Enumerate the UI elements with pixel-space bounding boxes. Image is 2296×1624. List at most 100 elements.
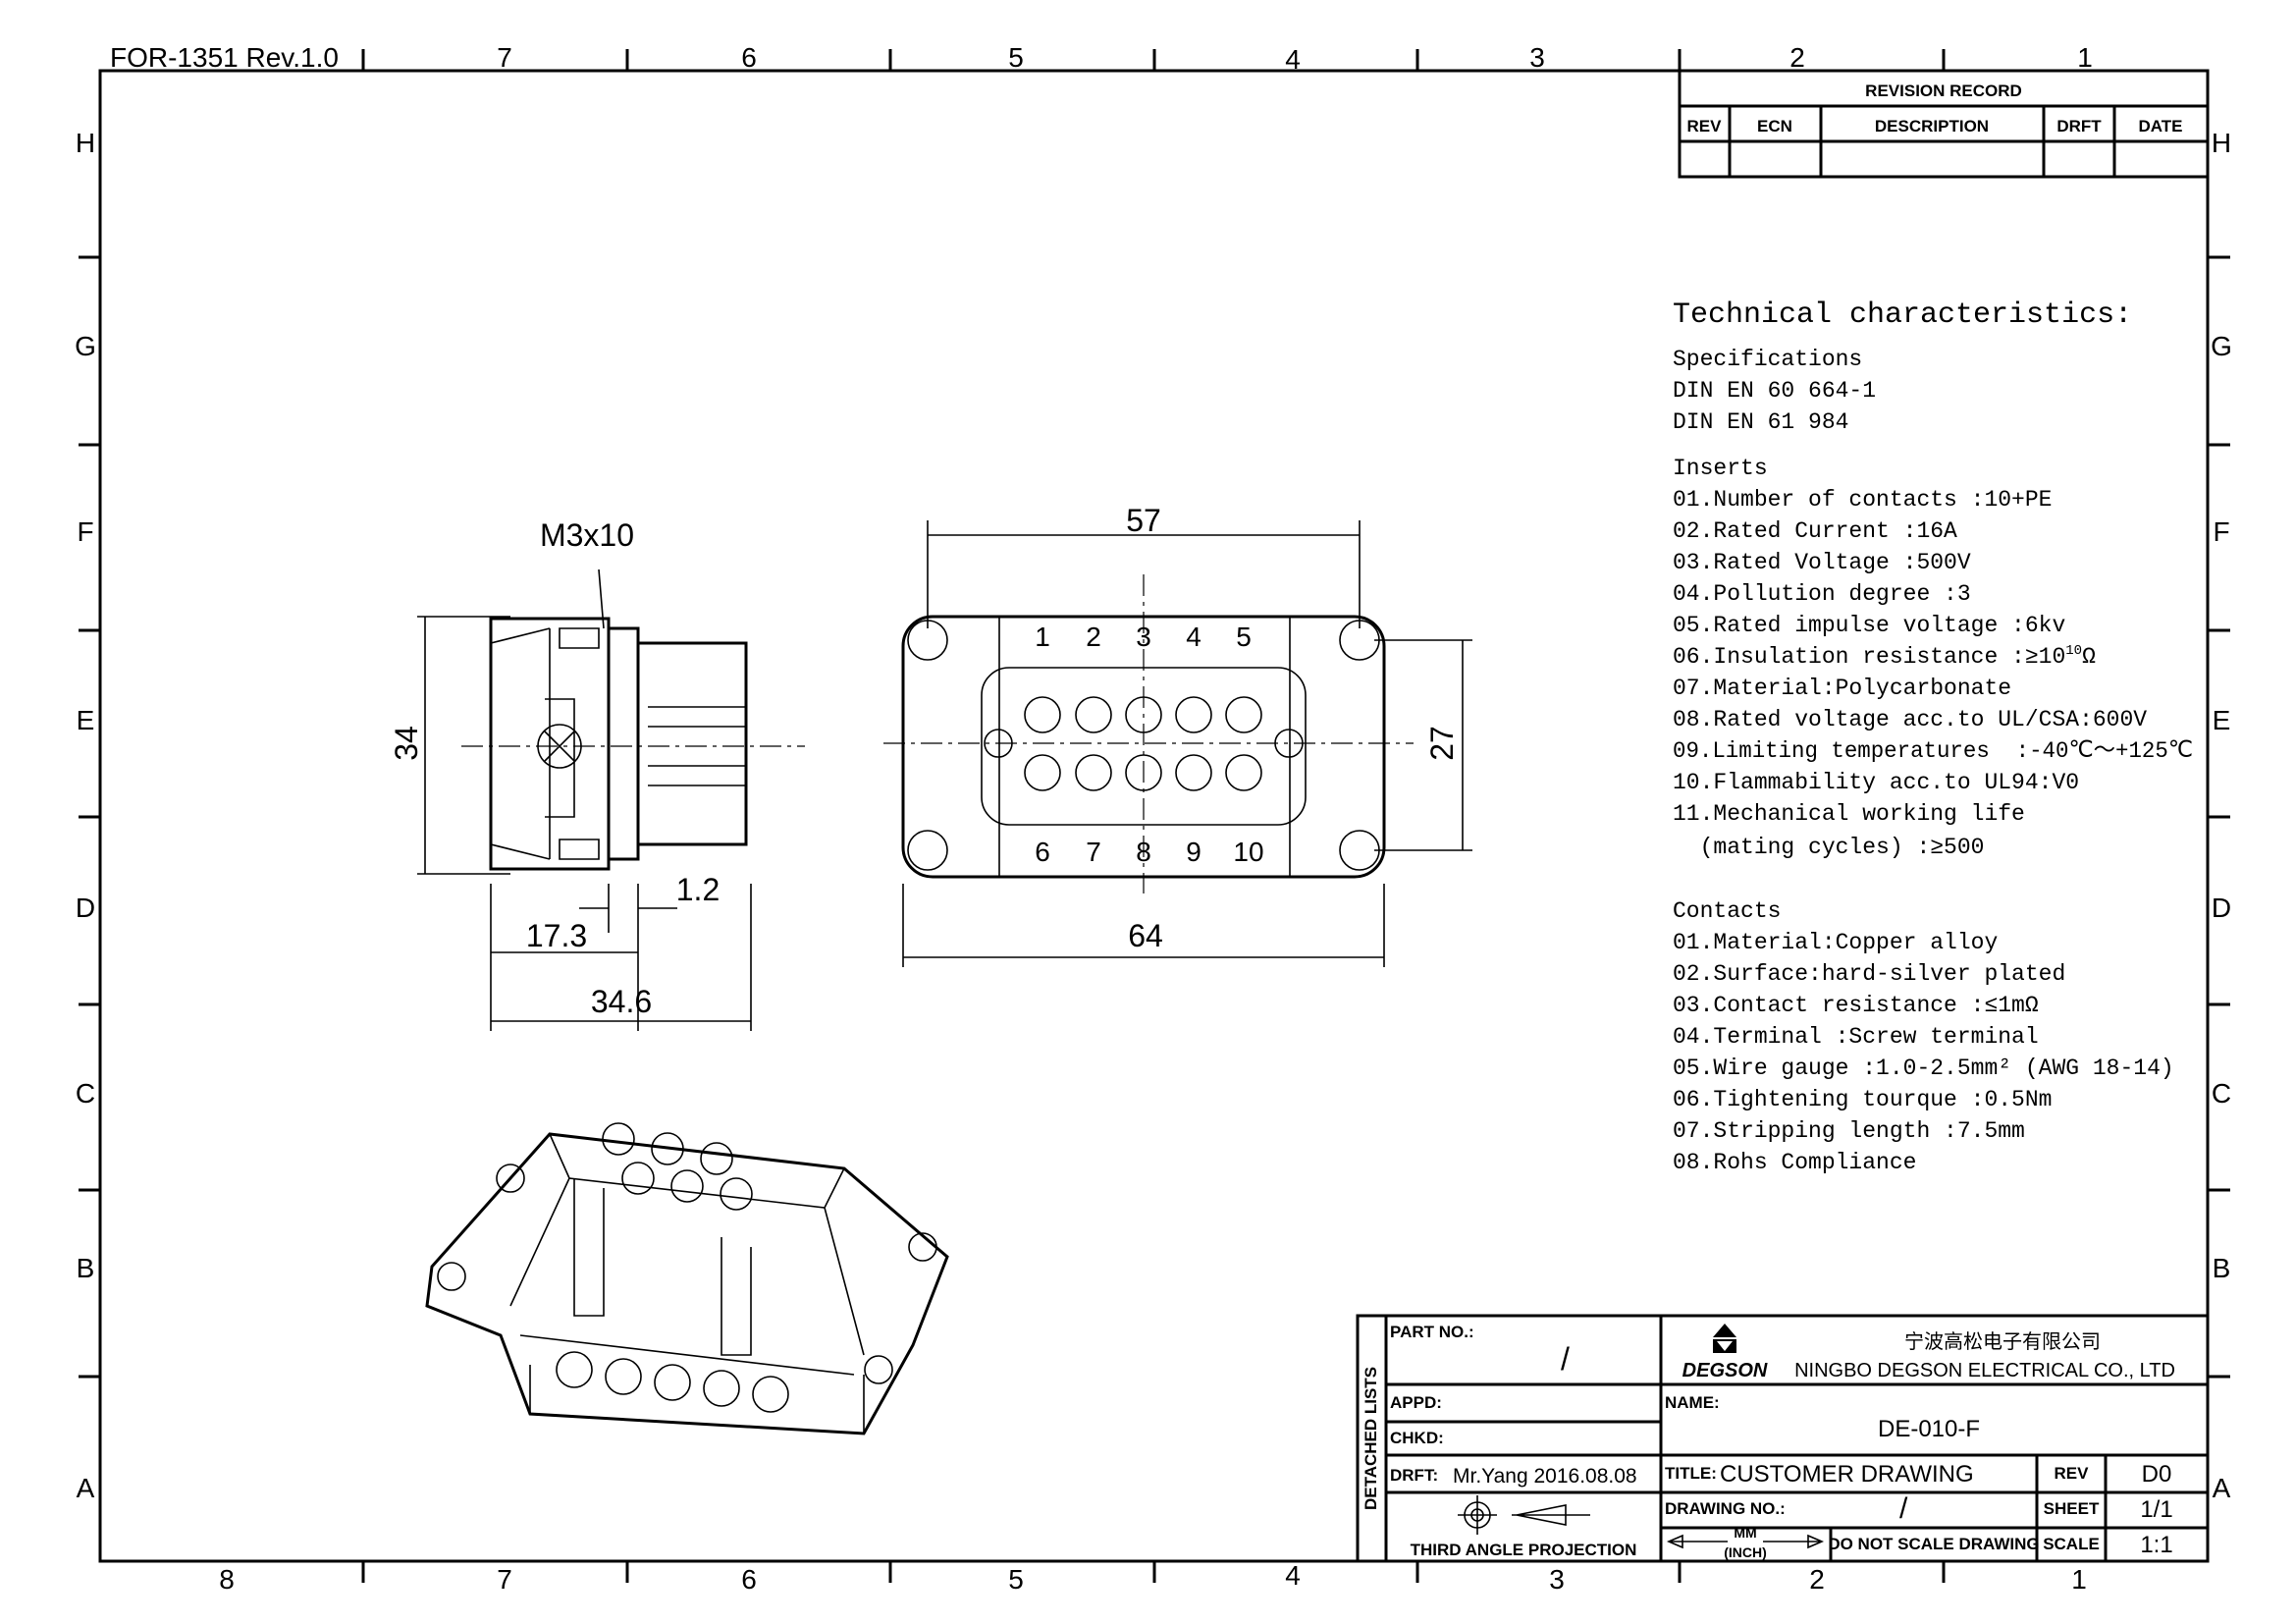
insert-text: 06.Insulation resistance :≥10 — [1673, 644, 2065, 670]
column-labels-bottom: 8 7 6 5 4 3 2 1 — [219, 1560, 2087, 1595]
company-name-en: NINGBO DEGSON ELECTRICAL CO., LTD — [1794, 1360, 2175, 1381]
contact-item: 05.Wire gauge :1.0-2.5mm² (AWG 18-14) — [1673, 1056, 2174, 1081]
col-label: 1 — [2071, 1564, 2087, 1595]
name-value: DE-010-F — [1878, 1416, 1980, 1442]
date-header: DATE — [2138, 117, 2182, 135]
row-label: A — [2213, 1473, 2231, 1503]
isometric-view — [425, 1122, 949, 1435]
scale-label: SCALE — [2043, 1535, 2100, 1553]
col-label: 2 — [1789, 42, 1805, 73]
pin-numbers: 1 2 3 4 5 6 7 8 9 10 — [1035, 622, 1263, 867]
contact-item: 08.Rohs Compliance — [1673, 1150, 1916, 1175]
row-label: H — [2212, 128, 2231, 158]
revision-record-table: REVISION RECORD REV ECN DESCRIPTION DRFT… — [1678, 69, 2210, 179]
title-block: DETACHED LISTS PART NO.: APPD: CHKD: DRF… — [1356, 1314, 2210, 1563]
description-header: DESCRIPTION — [1875, 117, 1989, 135]
dim-height-side: 34 — [389, 726, 424, 761]
pin-label: 9 — [1186, 837, 1201, 867]
part-no-value: / — [1561, 1341, 1570, 1377]
ecn-header: ECN — [1757, 117, 1792, 135]
contact-item: 03.Contact resistance :≤1mΩ — [1673, 993, 2039, 1018]
spec-heading: Specifications — [1673, 347, 1862, 372]
col-label: 7 — [497, 42, 512, 73]
insulation-exponent: 10 — [2065, 643, 2082, 659]
contact-item: 01.Material:Copper alloy — [1673, 930, 1998, 955]
insert-item: (mating cycles) :≥500 — [1673, 835, 1984, 860]
pin-label: 8 — [1136, 837, 1151, 867]
dim-flange: 1.2 — [676, 872, 720, 907]
rev-header: REV — [1687, 117, 1723, 135]
insert-item: 11.Mechanical working life — [1673, 801, 2025, 827]
tech-title: Technical characteristics: — [1673, 298, 2132, 332]
col-label: 3 — [1549, 1564, 1565, 1595]
title-value: CUSTOMER DRAWING — [1720, 1461, 1974, 1488]
degson-logo: DEGSON — [1682, 1324, 1768, 1381]
pin-label: 1 — [1035, 622, 1050, 652]
drawing-no-value: / — [1899, 1492, 1908, 1525]
row-label: A — [77, 1473, 95, 1503]
appd-label: APPD: — [1390, 1393, 1442, 1412]
spec-item: DIN EN 60 664-1 — [1673, 378, 1876, 404]
inserts-heading: Inserts — [1673, 456, 1768, 481]
row-label: E — [77, 705, 95, 735]
contact-item: 02.Surface:hard-silver plated — [1673, 961, 2065, 987]
dim-depth-2: 34.6 — [591, 984, 652, 1019]
dim-height-holes: 27 — [1424, 726, 1460, 761]
pin-label: 6 — [1035, 837, 1050, 867]
pin-label: 4 — [1186, 622, 1201, 652]
drft-label: DRFT: — [1390, 1466, 1438, 1485]
insert-item: 07.Material:Polycarbonate — [1673, 676, 2011, 701]
row-label: F — [2213, 516, 2229, 547]
sheet-label: SHEET — [2044, 1499, 2100, 1518]
dim-width-total: 64 — [1128, 918, 1163, 953]
pin-label: 5 — [1236, 622, 1252, 652]
side-view: M3x10 34 1.2 17.3 34.6 — [389, 517, 805, 1031]
insert-item: 10.Flammability acc.to UL94:V0 — [1673, 770, 2079, 795]
name-label: NAME: — [1665, 1393, 1720, 1412]
row-labels-right: H G F E D C B A — [2211, 128, 2232, 1503]
dim-depth-1: 17.3 — [526, 918, 587, 953]
form-id: FOR-1351 Rev.1.0 — [110, 42, 339, 73]
column-labels-top: 7 6 5 4 3 2 1 — [497, 42, 2093, 75]
title-label: TITLE: — [1665, 1464, 1717, 1483]
col-label: 6 — [741, 42, 757, 73]
drft-header: DRFT — [2056, 117, 2102, 135]
drawing-no-label: DRAWING NO.: — [1665, 1499, 1786, 1518]
col-label: 2 — [1809, 1564, 1825, 1595]
unit-mm: MM — [1734, 1525, 1756, 1541]
rev-label: REV — [2055, 1464, 2090, 1483]
col-label: 4 — [1285, 44, 1301, 75]
insulation-unit: Ω — [2082, 644, 2096, 670]
contact-item: 07.Stripping length :7.5mm — [1673, 1118, 2025, 1144]
insert-item: 04.Pollution degree :3 — [1673, 581, 1971, 607]
contact-holes — [984, 696, 1304, 791]
unit-inch: (INCH) — [1724, 1544, 1767, 1560]
pin-label: 10 — [1233, 837, 1263, 867]
third-angle-projection-icon — [1458, 1495, 1590, 1535]
spec-item: DIN EN 61 984 — [1673, 409, 1848, 435]
contact-item: 04.Terminal :Screw terminal — [1673, 1024, 2039, 1050]
rev-value: D0 — [2142, 1461, 2172, 1488]
contacts-heading: Contacts — [1673, 898, 1781, 924]
row-label: G — [2211, 331, 2232, 361]
row-label: D — [2212, 893, 2231, 923]
company-name-cn: 宁波高松电子有限公司 — [1904, 1330, 2101, 1353]
row-label: C — [2212, 1078, 2231, 1109]
insert-item: 03.Rated Voltage :500V — [1673, 550, 1971, 575]
col-label: 5 — [1008, 1564, 1024, 1595]
part-no-label: PART NO.: — [1390, 1323, 1474, 1341]
col-label: 1 — [2077, 42, 2093, 73]
scale-value: 1:1 — [2140, 1532, 2172, 1558]
pin-label: 7 — [1086, 837, 1101, 867]
row-label: B — [2213, 1253, 2231, 1283]
col-label: 3 — [1529, 42, 1545, 73]
pin-label: 3 — [1136, 622, 1151, 652]
row-label: H — [76, 128, 95, 158]
row-label: F — [77, 516, 93, 547]
row-label: D — [76, 893, 95, 923]
col-label: 7 — [497, 1564, 512, 1595]
col-label: 5 — [1008, 42, 1024, 73]
front-view: 57 64 27 1 2 3 4 5 6 7 8 9 10 — [883, 503, 1472, 967]
insert-item: 06.Insulation resistance :≥1010Ω — [1673, 643, 2096, 670]
